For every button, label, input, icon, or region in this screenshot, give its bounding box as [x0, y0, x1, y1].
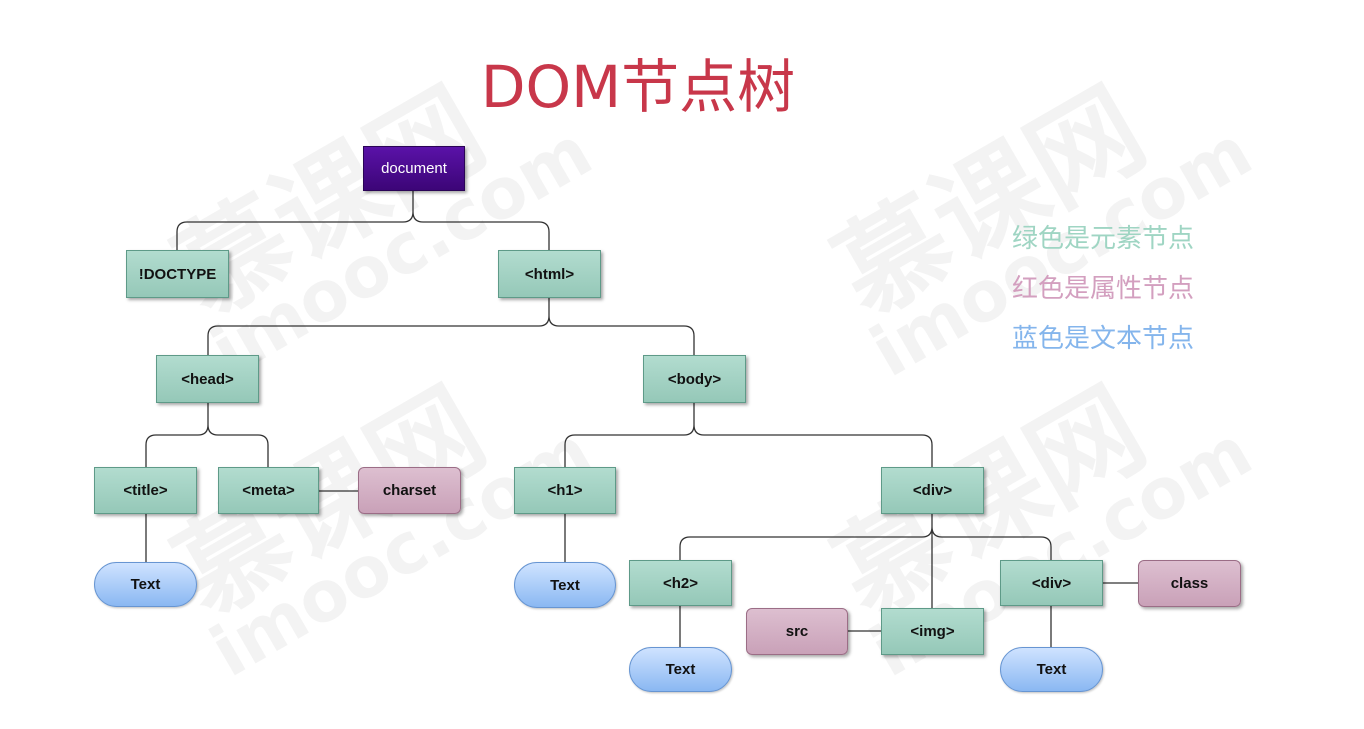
node-h1: <h1> [514, 467, 616, 514]
page-title: DOM节点树 [480, 53, 796, 121]
node-html: <html> [498, 250, 601, 298]
node-head: <head> [156, 355, 259, 403]
node-title: <title> [94, 467, 197, 514]
node-charset-attribute: charset [358, 467, 461, 514]
edge-head-children [145, 403, 269, 467]
node-text-div: Text [1000, 647, 1103, 692]
node-text-h2: Text [629, 647, 732, 692]
node-doctype: !DOCTYPE [126, 250, 229, 298]
node-img: <img> [881, 608, 984, 655]
node-div-inner: <div> [1000, 560, 1103, 606]
edge-html-children [207, 298, 695, 355]
node-h2: <h2> [629, 560, 732, 606]
edge-document-children [176, 191, 550, 250]
node-meta: <meta> [218, 467, 319, 514]
node-div-outer: <div> [881, 467, 984, 514]
edge-div-children [679, 514, 1052, 608]
node-text-h1: Text [514, 562, 616, 608]
node-class-attribute: class [1138, 560, 1241, 607]
legend-text-nodes: 蓝色是文本节点 [1012, 324, 1195, 354]
legend-attribute-nodes: 红色是属性节点 [1012, 274, 1195, 304]
node-text-title: Text [94, 562, 197, 607]
edge-body-children [564, 403, 933, 467]
node-body: <body> [643, 355, 746, 403]
legend-element-nodes: 绿色是元素节点 [1012, 224, 1195, 254]
node-document: document [363, 146, 465, 191]
node-src-attribute: src [746, 608, 848, 655]
